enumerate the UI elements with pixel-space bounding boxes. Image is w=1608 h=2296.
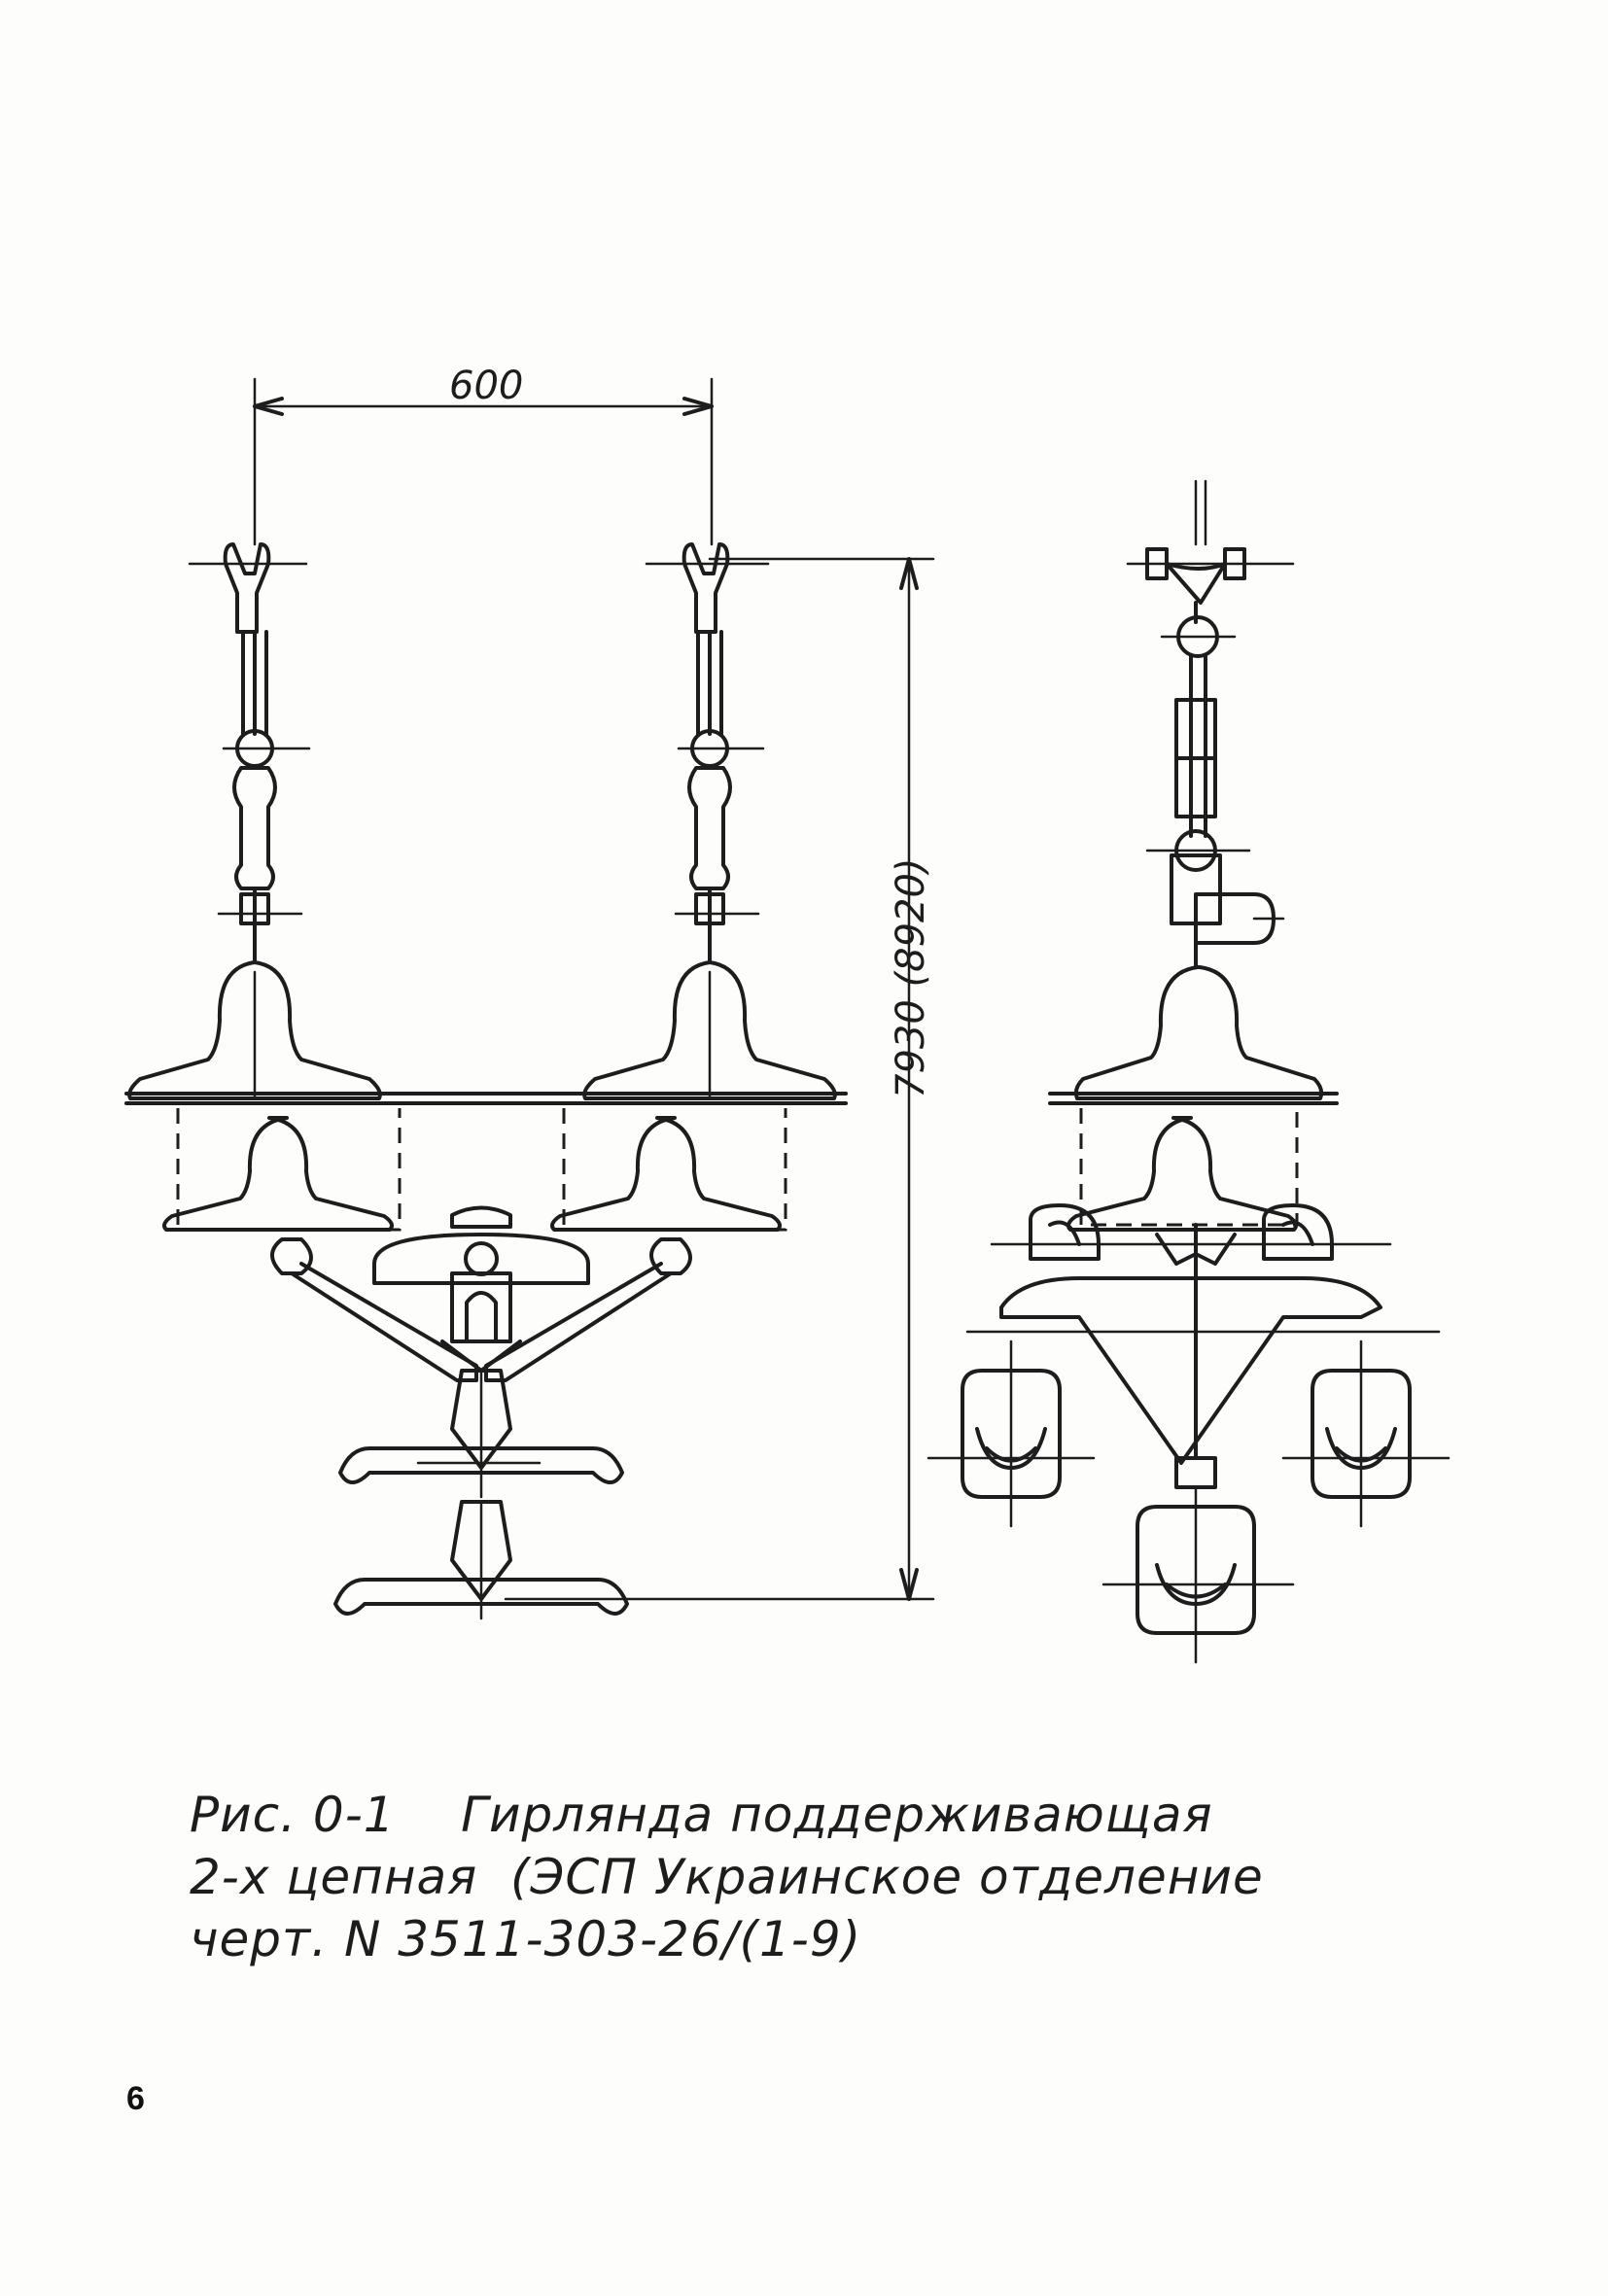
- left-chain-fittings: [188, 542, 311, 964]
- side-view-top-fitting: [1126, 479, 1295, 838]
- yoke-lower-insulator-1: [338, 1369, 624, 1499]
- side-view-clevis: [1145, 829, 1285, 969]
- side-view-clamp-right: [1281, 1339, 1451, 1528]
- caption-line-3: черт. N 3511-303-26/(1-9): [190, 1911, 862, 1967]
- side-view-clamp-left: [926, 1339, 1096, 1528]
- front-view: [124, 542, 848, 1620]
- page-number: 6: [126, 2080, 145, 2117]
- caption-line-2: 2-х цепная (ЭСП Украинское отделение: [190, 1849, 1264, 1905]
- side-view-clamp-bottom: [1101, 1485, 1295, 1664]
- yoke-lower-insulator-2: [333, 1500, 629, 1620]
- side-view-insulator-top: [1073, 965, 1324, 1100]
- right-chain-insulator-bottom: [550, 1108, 787, 1232]
- left-chain-insulator-bottom: [162, 1108, 402, 1232]
- right-chain-insulator-top: [582, 960, 837, 1100]
- width-dimension-label: 600: [449, 364, 523, 408]
- caption-line-1: Рис. 0-1 Гирлянда поддерживающая: [190, 1787, 1213, 1843]
- height-dimension: 7930 (8920): [504, 557, 935, 1601]
- width-dimension: 600: [253, 364, 714, 546]
- left-chain-insulator-top: [127, 960, 382, 1100]
- figure-caption: Рис. 0-1 Гирлянда поддерживающая 2-х цеп…: [190, 1784, 1453, 1970]
- yoke-assembly: [270, 1205, 692, 1382]
- side-view-suspension-clamps: [965, 1203, 1441, 1489]
- side-view: [926, 479, 1451, 1664]
- height-dimension-label: 7930 (8920): [889, 857, 933, 1098]
- side-view-insulator-bottom: [1066, 1108, 1299, 1232]
- right-chain-fittings: [645, 542, 770, 964]
